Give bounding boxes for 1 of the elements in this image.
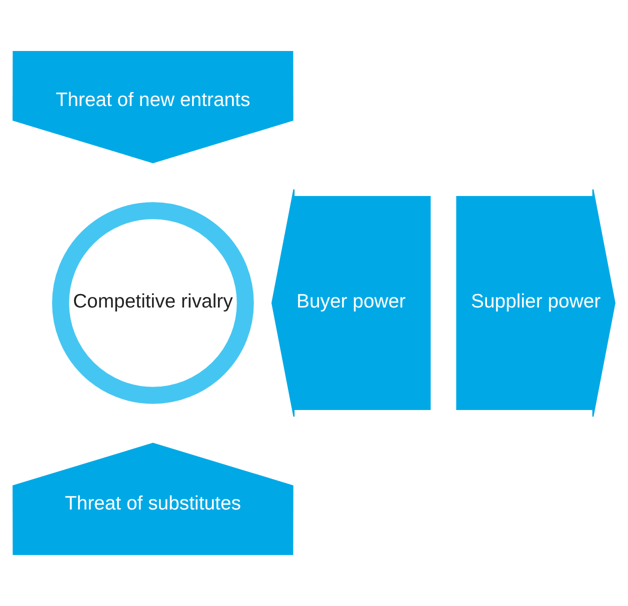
node-circle: Competitive rivalry xyxy=(52,202,254,404)
